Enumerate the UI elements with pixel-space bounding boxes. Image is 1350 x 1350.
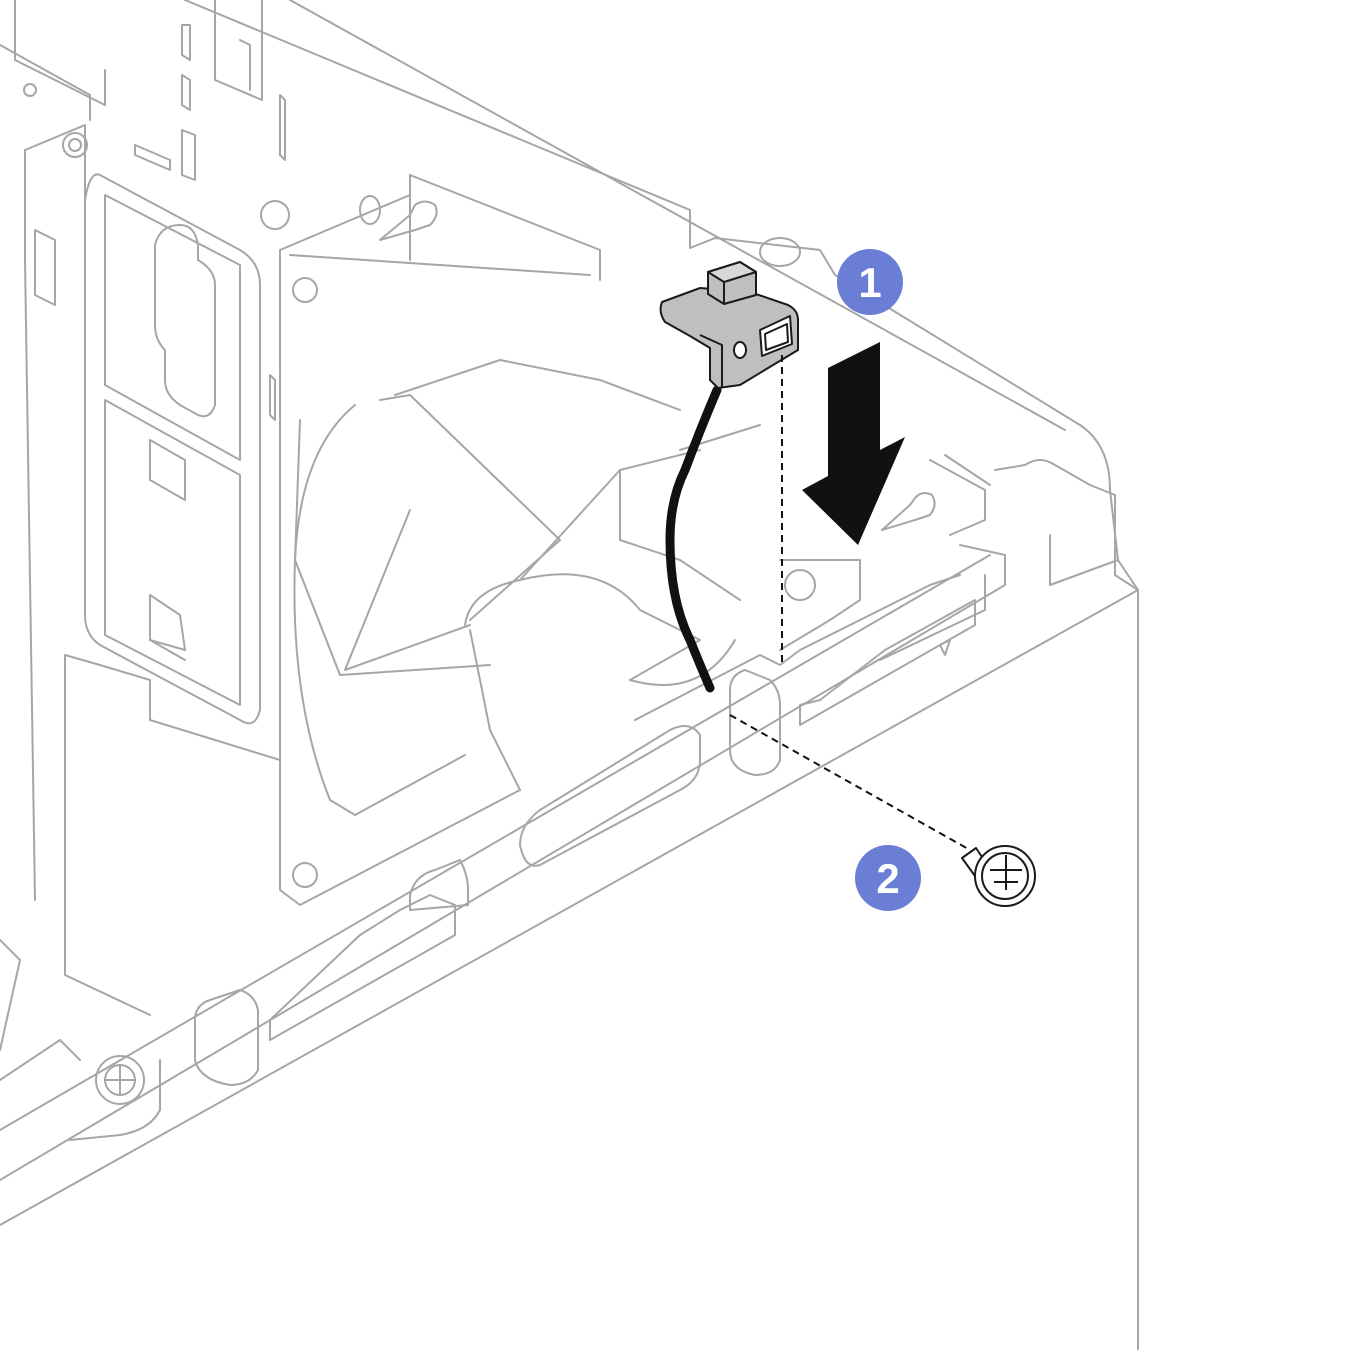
callout-1: 1: [837, 249, 903, 315]
cable-icon: [665, 385, 722, 693]
installed-screw-icon: [95, 1055, 145, 1105]
screw-icon: [961, 845, 1036, 907]
callout-2: 2: [855, 845, 921, 911]
intrusion-switch-icon: [659, 261, 799, 693]
callout-1-number: 1: [858, 259, 881, 306]
chassis-outline: [0, 0, 1139, 1350]
alignment-guides: [729, 355, 971, 851]
callout-2-number: 2: [876, 855, 899, 902]
down-arrow-icon: [802, 342, 905, 545]
